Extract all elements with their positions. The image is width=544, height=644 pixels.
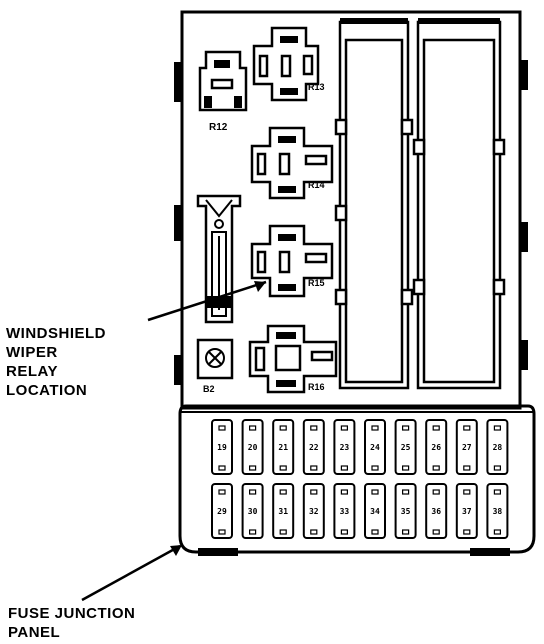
fuse-label: 33 <box>340 507 350 516</box>
fuse-label: 32 <box>309 507 319 516</box>
fuse-26: 26 <box>425 419 448 475</box>
fuse-27: 27 <box>455 419 478 475</box>
relay-r15 <box>250 224 334 298</box>
fuse-37: 37 <box>455 483 478 539</box>
wiper-relay-callout: WINDSHIELD WIPER RELAY LOCATION <box>6 280 267 399</box>
fuse-label: 20 <box>248 443 258 452</box>
fuse-25: 25 <box>394 419 417 475</box>
fuse-row-top: 19 20 21 22 23 24 25 26 27 28 <box>211 419 509 475</box>
fuse-label: 37 <box>462 507 472 516</box>
fuse-20: 20 <box>241 419 264 475</box>
fuse-30: 30 <box>241 483 264 539</box>
fuse-label: 28 <box>493 443 503 452</box>
fuse-label: 19 <box>217 443 227 452</box>
fuse-label: 27 <box>462 443 472 452</box>
fuse-28: 28 <box>486 419 509 475</box>
component-label-b2: B2 <box>203 384 215 394</box>
fuse-panel-callout: FUSE JUNCTION PANEL <box>8 544 182 641</box>
fuse-label: 35 <box>401 507 411 516</box>
relay-r16 <box>248 324 338 394</box>
fuse-label: 36 <box>431 507 441 516</box>
fuse-panel-line-2: PANEL <box>8 624 60 641</box>
callout-line-4: LOCATION <box>6 382 87 399</box>
relay-r13 <box>252 26 320 102</box>
fuse-24: 24 <box>364 419 386 475</box>
fuse-29: 29 <box>211 483 233 539</box>
fuse-label: 29 <box>217 507 227 516</box>
relay-label-r16: R16 <box>308 382 325 392</box>
fuse-label: 22 <box>309 443 319 452</box>
fuse-23: 23 <box>333 419 356 475</box>
relay-label-r15: R15 <box>308 278 325 288</box>
fuse-panel-line-1: FUSE JUNCTION <box>8 605 135 622</box>
fuse-block-housing <box>178 404 536 556</box>
fuse-label: 23 <box>340 443 350 452</box>
fuse-19: 19 <box>211 419 233 475</box>
relay-label-r13: R13 <box>308 82 325 92</box>
fuse-label: 31 <box>278 507 288 516</box>
fuse-label: 25 <box>401 443 411 452</box>
fuse-label: 26 <box>431 443 441 452</box>
fuse-label: 34 <box>370 507 380 516</box>
fuse-36: 36 <box>425 483 448 539</box>
panel-housing <box>174 10 528 410</box>
fuse-label: 30 <box>248 507 258 516</box>
relay-r12 <box>198 50 248 112</box>
fuse-34: 34 <box>364 483 386 539</box>
fuse-label: 21 <box>278 443 288 452</box>
fuse-33: 33 <box>333 483 356 539</box>
fuse-label: 38 <box>493 507 503 516</box>
fuse-label: 24 <box>370 443 380 452</box>
relay-r14 <box>250 126 334 200</box>
fuse-38: 38 <box>486 483 509 539</box>
relay-label-r14: R14 <box>308 180 325 190</box>
fuse-21: 21 <box>272 419 295 475</box>
fuse-35: 35 <box>394 483 417 539</box>
callout-line-1: WINDSHIELD <box>6 325 106 342</box>
large-connector-left <box>334 18 414 390</box>
callout-line-3: RELAY <box>6 363 58 380</box>
relay-label-r12: R12 <box>209 122 228 133</box>
fuse-31: 31 <box>272 483 295 539</box>
fuse-22: 22 <box>302 419 325 475</box>
fuse-row-bottom: 29 30 31 32 33 34 35 36 37 38 <box>211 483 509 539</box>
fuse-32: 32 <box>302 483 325 539</box>
callout-line-2: WIPER <box>6 344 58 361</box>
windshield-wiper-relay <box>196 194 242 324</box>
large-connector-right <box>412 18 506 390</box>
component-b2 <box>196 338 234 380</box>
